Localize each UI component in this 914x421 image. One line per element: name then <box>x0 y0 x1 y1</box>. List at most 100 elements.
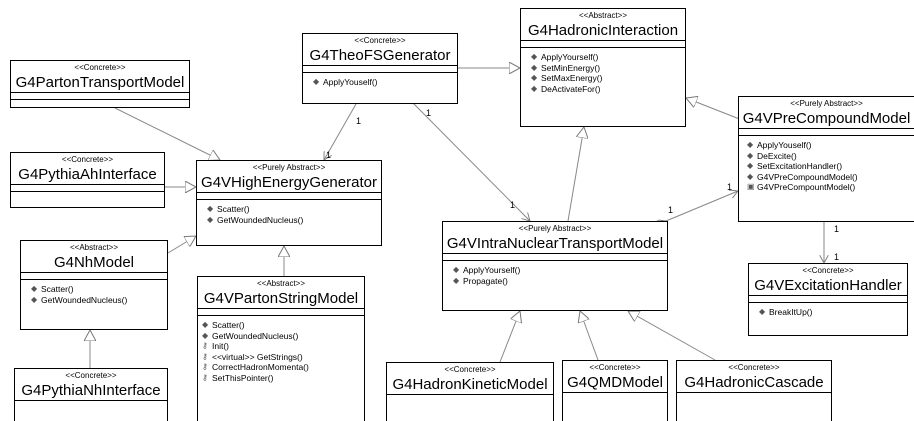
class-g4vexcitationhandler[interactable]: <<Concrete>> G4VExcitationHandler ◆Break… <box>748 263 908 336</box>
class-g4partontransportmodel[interactable]: <<Concrete>> G4PartonTransportModel <box>10 60 190 108</box>
operation-item: ◆BreakItUp() <box>759 307 813 317</box>
operation-compartment <box>11 99 189 104</box>
operation-icon: ◆ <box>202 330 209 340</box>
operation-item: ◆ApplyYourself() <box>531 52 599 62</box>
edge-hadronkinetic-intranuclear <box>499 311 520 363</box>
operation-item: ◆ApplyYourself() <box>453 265 521 275</box>
multiplicity-label: 1 <box>426 108 432 118</box>
edge-intranuclear-precompound <box>666 191 738 221</box>
class-g4vprecompoundmodel[interactable]: <<Purely Abstract>> G4VPreCompoundModel … <box>738 96 914 222</box>
multiplicity-label: 1 <box>356 116 362 126</box>
class-stereotype: <<Abstract>> <box>578 11 628 20</box>
attribute-compartment <box>197 192 381 199</box>
edge-theofs-highenergy <box>324 104 356 160</box>
operation-icon: ◆ <box>747 150 754 160</box>
class-name: G4VPartonStringModel <box>203 290 359 307</box>
operation-item: ◆Scatter() <box>31 284 74 294</box>
class-stereotype: <<Abstract>> <box>69 243 119 252</box>
protected-operation-icon: ⚷ <box>202 351 208 361</box>
operation-icon: ◆ <box>531 83 538 93</box>
operation-item: ◆ApplyYouself() <box>313 77 378 87</box>
operation-icon: ◆ <box>759 307 766 317</box>
edge-precompound-hadronicinteraction <box>686 98 743 121</box>
operation-icon: ◆ <box>202 320 209 330</box>
class-g4pythiaahinterface[interactable]: <<Concrete>> G4PythiaAhInterface <box>10 152 165 208</box>
class-g4vhighenergygenerator[interactable]: <<Purely Abstract>> G4VHighEnergyGenerat… <box>196 160 382 246</box>
operation-compartment: ◆BreakItUp() <box>749 302 907 318</box>
multiplicity-label: 1 <box>326 150 332 160</box>
operation-compartment: ◆ApplyYouself() ◆DeExcite() ◆SetExcitati… <box>739 135 914 193</box>
class-g4pythianhinterface[interactable]: <<Concrete>> G4PythiaNhInterface <box>14 368 168 421</box>
attribute-compartment <box>563 392 667 399</box>
operation-icon: ◆ <box>453 265 460 275</box>
class-stereotype: <<Concrete>> <box>74 63 126 72</box>
attribute-compartment <box>21 272 167 279</box>
attribute-compartment <box>198 308 364 315</box>
class-g4vintranucleartransportmodel[interactable]: <<Purely Abstract>> G4VIntraNuclearTrans… <box>442 221 668 311</box>
class-name: G4VPreCompoundModel <box>742 110 911 127</box>
edge-partontransport-highenergy <box>114 107 220 160</box>
class-name: G4NhModel <box>53 254 135 271</box>
multiplicity-label: 1 <box>834 224 840 234</box>
attribute-compartment <box>11 184 164 191</box>
class-stereotype: <<Concrete>> <box>802 266 854 275</box>
attribute-compartment <box>749 295 907 302</box>
class-stereotype: <<Purely Abstract>> <box>518 224 592 233</box>
operation-icon: ◆ <box>531 73 538 83</box>
protected-operation-icon: ⚷ <box>202 341 208 351</box>
operation-compartment: ◆ApplyYourself() ◆Propagate() <box>443 260 667 286</box>
operation-item: ◆GetWoundedNucleus() <box>202 330 299 341</box>
edge-hadroniccascade-intranuclear <box>628 311 716 361</box>
protected-operation-icon: ⚷ <box>202 372 208 382</box>
multiplicity-label: 1 <box>834 252 840 262</box>
class-g4hadronicinteraction[interactable]: <<Abstract>> G4HadronicInteraction ◆Appl… <box>520 8 686 127</box>
multiplicity-label: 1 <box>727 182 733 192</box>
operation-icon: ◆ <box>207 204 214 214</box>
operation-item: ◆DeActivateFor() <box>531 83 601 94</box>
class-stereotype: <<Concrete>> <box>61 155 114 164</box>
operation-item: ◆Propagate() <box>453 275 508 286</box>
class-g4hadronkineticmodel[interactable]: <<Concrete>> G4HadronKineticModel <box>386 362 554 421</box>
operation-item: ◆SetMaxEnergy() <box>531 73 603 83</box>
operation-item: ⚷<<virtual>> GetStrings() <box>202 351 303 362</box>
multiplicity-label: 1 <box>510 200 516 210</box>
operation-item: ◆G4VPreCompoundModel() <box>747 171 858 182</box>
operation-compartment: ◆Scatter() ◆GetWoundedNucleus() <box>197 199 381 225</box>
class-stereotype: <<Abstract>> <box>256 279 306 288</box>
operation-icon: ◆ <box>747 161 754 171</box>
class-name: G4HadronicCascade <box>684 374 824 391</box>
attribute-compartment <box>739 128 914 135</box>
operation-icon: ◆ <box>207 214 214 224</box>
class-g4qmdmodel[interactable]: <<Concrete>> G4QMDModel <box>562 360 668 421</box>
class-name: G4HadronicInteraction <box>527 22 679 39</box>
class-g4nhmodel[interactable]: <<Abstract>> G4NhModel ◆Scatter() ◆GetWo… <box>20 240 168 330</box>
edge-intranuclear-hadronicinteraction <box>567 127 584 222</box>
class-name: G4HadronKineticModel <box>392 376 548 393</box>
attribute-compartment <box>443 253 667 260</box>
class-stereotype: <<Concrete>> <box>65 371 117 380</box>
operation-icon: ◆ <box>31 284 38 294</box>
operation-item: ⚷CorrectHadronMomenta() <box>202 362 309 372</box>
class-name: G4PythiaAhInterface <box>18 166 157 183</box>
edge-nhmodel-highenergy <box>167 236 196 254</box>
operation-item: ◆GetWoundedNucleus() <box>31 294 128 305</box>
class-g4hadroniccascade[interactable]: <<Concrete>> G4HadronicCascade <box>676 360 832 421</box>
class-stereotype: <<Purely Abstract>> <box>252 163 326 172</box>
operation-item: ◆SetExcitationHandler() <box>747 161 843 171</box>
operation-compartment: ◆Scatter() ◆GetWoundedNucleus() <box>21 279 167 305</box>
operation-item: ⚷SetThisPointer() <box>202 372 274 383</box>
class-g4vpartonstringmodel[interactable]: <<Abstract>> G4VPartonStringModel ◆Scatt… <box>197 276 365 421</box>
attribute-compartment <box>521 40 685 47</box>
attribute-compartment <box>677 392 831 399</box>
class-stereotype: <<Concrete>> <box>728 363 780 372</box>
operation-icon: ◆ <box>453 275 460 285</box>
class-stereotype: <<Concrete>> <box>354 36 406 45</box>
operation-item: ◆SetMinEnergy() <box>531 62 601 73</box>
edge-theofs-intranuclear <box>414 104 530 221</box>
class-g4theofsgenerator[interactable]: <<Concrete>> G4TheoFSGenerator ◆ApplyYou… <box>302 33 458 104</box>
operation-item: ⚷Init() <box>202 341 229 351</box>
operation-compartment <box>11 191 164 196</box>
attribute-compartment <box>11 92 189 99</box>
operation-icon: ◆ <box>313 77 320 87</box>
